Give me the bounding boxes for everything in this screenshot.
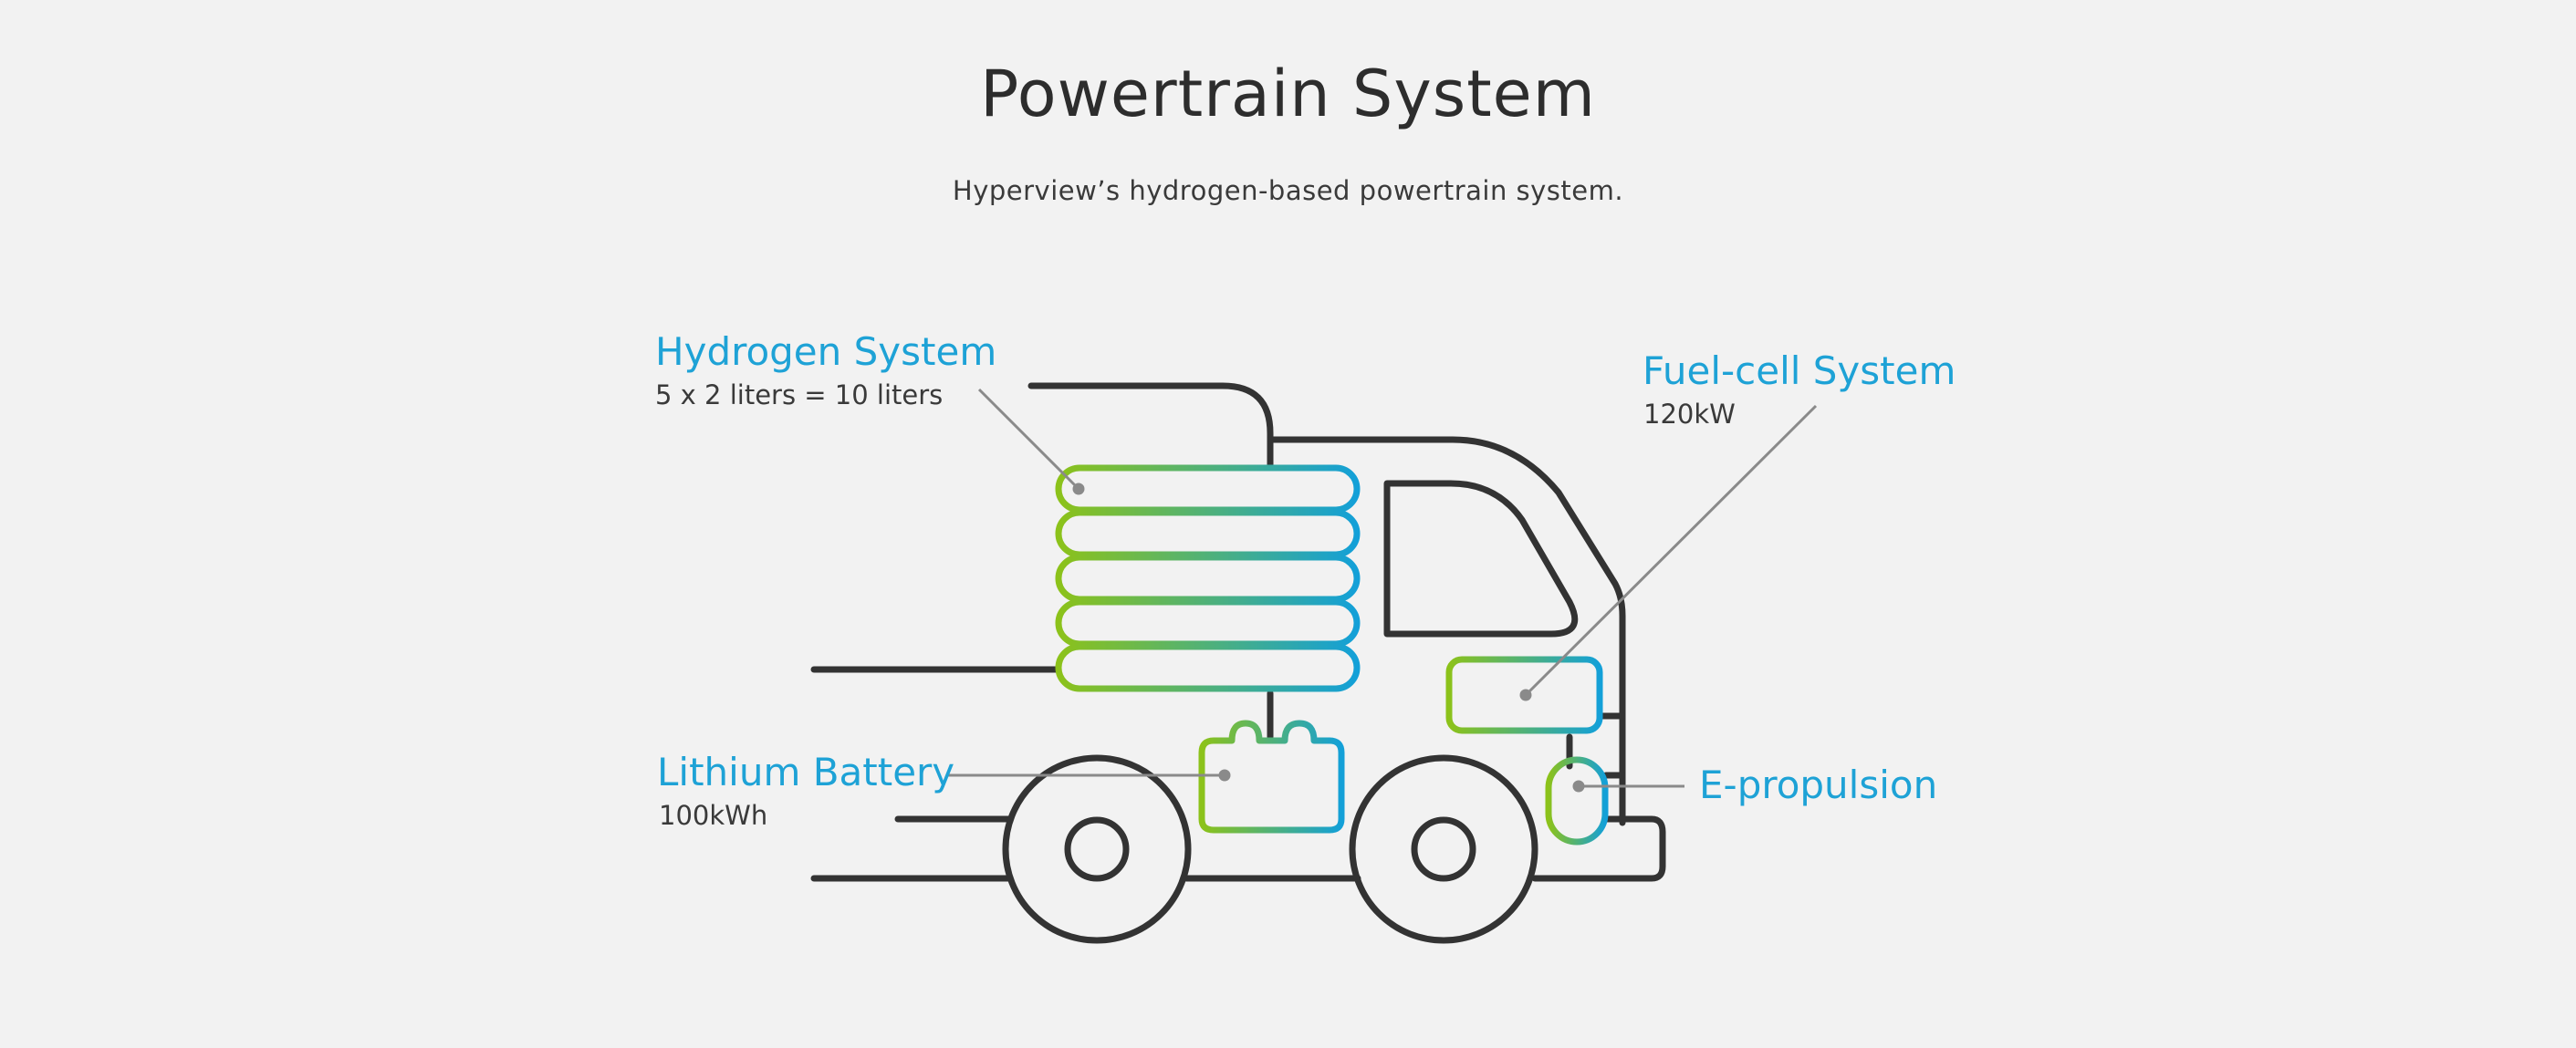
fuel-cell-system-detail: 120kW <box>1643 399 1736 430</box>
hydrogen-tanks <box>1055 464 1361 692</box>
page-title: Powertrain System <box>980 57 1596 131</box>
hydrogen-system-label: Hydrogen System <box>655 329 997 374</box>
front-wheel-hub <box>1411 816 1476 882</box>
lithium-battery-label: Lithium Battery <box>657 750 955 794</box>
fuel-cell-system-label: Fuel-cell System <box>1643 348 1956 393</box>
hydrogen-tank <box>1055 643 1361 692</box>
hydrogen-tank <box>1055 509 1361 558</box>
lithium-battery-detail: 100kWh <box>659 800 768 831</box>
hydrogen-tank <box>1055 464 1361 514</box>
front-wheel <box>1349 754 1538 944</box>
fuel-cell-block <box>1445 656 1603 734</box>
hydrogen-tank <box>1055 554 1361 603</box>
fuel-cell-leader <box>1524 404 1818 697</box>
rear-wheel-hub <box>1064 816 1130 882</box>
cab-window <box>1383 480 1579 638</box>
truck-outline <box>810 382 1666 944</box>
cab-roof <box>1267 436 1626 826</box>
exhaust-stack <box>1027 382 1274 471</box>
e-propulsion-label: E-propulsion <box>1699 763 1938 807</box>
hydrogen-tank <box>1055 598 1361 648</box>
page-subtitle: Hyperview’s hydrogen-based powertrain sy… <box>952 175 1624 206</box>
front-bumper <box>1531 815 1666 882</box>
hydrogen-leader <box>977 388 1080 491</box>
rear-wheel <box>1002 754 1192 944</box>
hydrogen-system-detail: 5 x 2 liters = 10 liters <box>655 379 944 410</box>
e-propulsion-motor <box>1545 756 1609 846</box>
battery-pack <box>1198 720 1345 834</box>
leader-lines <box>947 388 1818 793</box>
